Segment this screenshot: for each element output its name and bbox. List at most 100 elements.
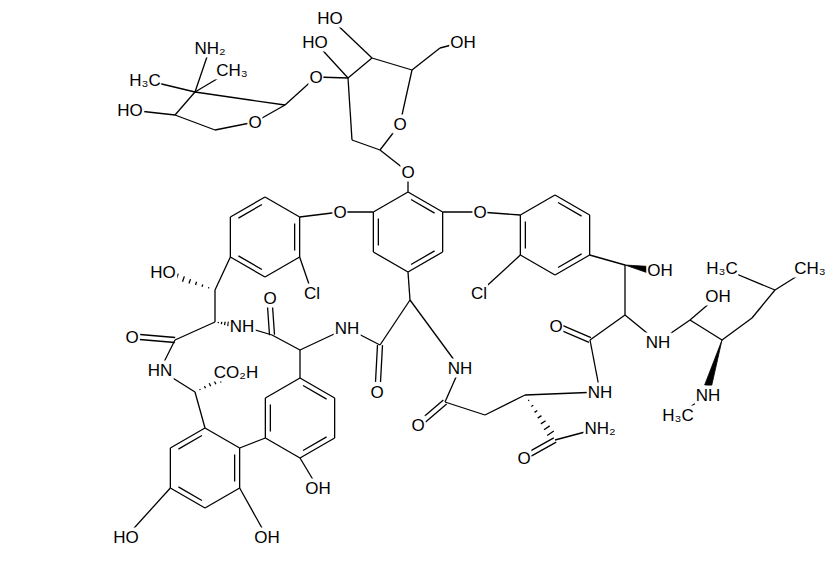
atom-label: NH	[645, 333, 672, 352]
bond	[230, 197, 265, 218]
bond	[300, 437, 335, 458]
bond	[250, 100, 285, 105]
bond	[376, 345, 383, 382]
bond	[528, 400, 554, 435]
bond	[265, 438, 300, 458]
wedge-bond	[705, 340, 722, 387]
bond	[265, 398, 270, 438]
bond	[265, 378, 300, 398]
atom-label: OH	[449, 33, 477, 52]
atom-label: NH	[229, 317, 256, 336]
atom-label: NH	[587, 383, 614, 402]
bond	[235, 448, 240, 488]
bond	[555, 254, 590, 275]
bond	[230, 256, 265, 277]
bond	[205, 488, 240, 508]
bond	[195, 392, 205, 428]
atom-label: O	[369, 383, 384, 402]
bond	[372, 58, 412, 70]
atom-label: O	[472, 203, 487, 222]
bond	[348, 58, 372, 78]
bond	[175, 115, 215, 130]
atom-label: O	[548, 317, 563, 336]
bond	[265, 197, 300, 217]
atom-label: O	[124, 328, 139, 347]
atom-label: NH	[695, 386, 722, 405]
bond	[590, 315, 625, 340]
bond	[373, 212, 378, 252]
bond	[300, 378, 335, 399]
atom-label: NH₂	[193, 39, 226, 58]
bond	[380, 300, 410, 345]
atom-label: O	[308, 68, 323, 87]
bond	[408, 272, 410, 300]
bond	[445, 402, 485, 415]
bond	[589, 215, 590, 255]
bond	[520, 195, 555, 215]
bond	[690, 320, 722, 340]
bond	[268, 306, 275, 335]
atom-label: HO	[316, 9, 344, 28]
bond	[195, 92, 250, 100]
atom-label: O	[516, 449, 531, 468]
atom-label: CO₂H	[213, 363, 259, 382]
atom-label: HO	[112, 528, 140, 547]
bond	[170, 487, 205, 508]
bond	[215, 257, 230, 290]
bond	[140, 335, 175, 343]
bond	[373, 192, 408, 212]
atom-label: HO	[149, 263, 177, 282]
atom-label: OH	[304, 479, 332, 498]
bond	[352, 140, 380, 150]
atom-label: OH	[646, 261, 674, 280]
atom-label: HN	[147, 361, 174, 380]
bond	[520, 215, 525, 255]
atom-label: CH₃	[793, 259, 826, 278]
atom-label: NH	[334, 319, 361, 338]
bond	[422, 400, 446, 422]
bond	[175, 92, 195, 115]
bond	[561, 326, 591, 343]
bond	[624, 265, 625, 315]
atom-label: O	[392, 115, 407, 134]
bond	[295, 217, 300, 257]
bond	[412, 48, 440, 70]
atom-label: HO	[116, 101, 144, 120]
bond	[170, 448, 171, 488]
atom-label: H₃C	[705, 259, 738, 278]
bond	[170, 428, 205, 449]
atom-label: Cl	[470, 284, 488, 303]
bond	[555, 195, 590, 216]
bond	[334, 398, 335, 438]
atom-label: O	[332, 203, 347, 222]
bond	[230, 217, 231, 257]
bond	[520, 255, 555, 275]
bond	[373, 252, 408, 272]
bond	[408, 251, 443, 272]
bond	[348, 78, 352, 140]
bond	[240, 438, 266, 448]
atom-label: OH	[704, 287, 732, 306]
atom-label: NH₂	[583, 419, 616, 438]
atom-label: CH₃	[215, 61, 248, 80]
bond	[408, 192, 443, 213]
bond	[442, 212, 443, 252]
bond	[214, 290, 215, 322]
atom-label: H₃C	[661, 406, 694, 425]
atom-label: O	[262, 289, 277, 308]
atom-label: O	[410, 416, 425, 435]
bond	[485, 395, 525, 415]
atom-label: O	[247, 113, 262, 132]
bond	[175, 322, 215, 340]
atom-label: O	[400, 163, 415, 182]
atom-label: Cl	[303, 284, 321, 303]
atom-label: HO	[301, 33, 329, 52]
atom-label: H₃C	[128, 71, 161, 90]
bond	[299, 350, 300, 378]
bond	[722, 318, 752, 340]
bond	[752, 290, 775, 318]
bond	[205, 428, 240, 448]
atom-label: NH	[447, 359, 474, 378]
